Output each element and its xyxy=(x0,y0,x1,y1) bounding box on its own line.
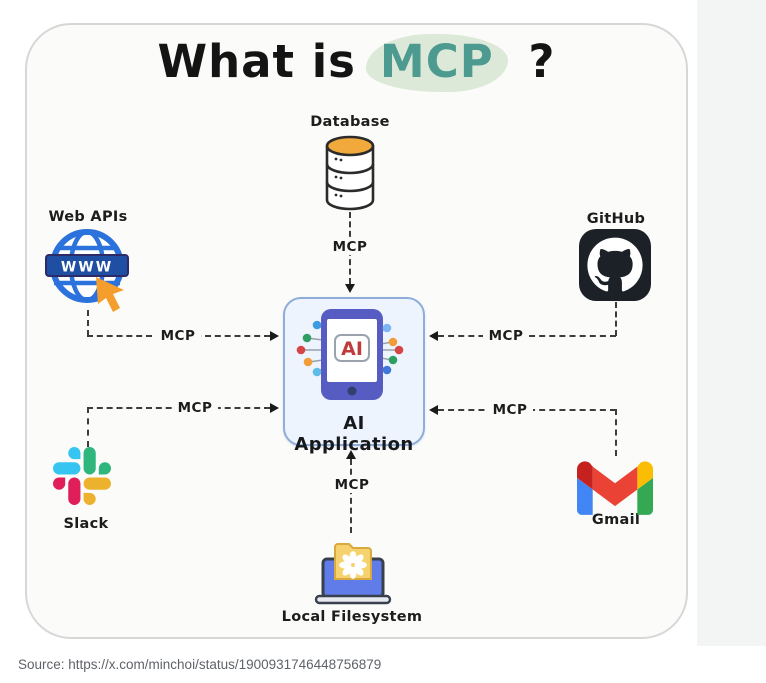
edge-localfs-arrowhead xyxy=(346,450,356,459)
ai-badge-text: AI xyxy=(341,338,363,360)
slack-label: Slack xyxy=(63,516,109,532)
github-icon xyxy=(578,228,652,306)
title-question-mark: ? xyxy=(528,35,556,88)
gmail-label: Gmail xyxy=(591,512,641,528)
edge-webapis-arrowhead xyxy=(270,331,279,341)
slack-icon xyxy=(53,447,111,509)
web-apis-icon: WWW xyxy=(45,226,131,318)
edge-database-arrowhead xyxy=(345,284,355,293)
edge-gmail-stub xyxy=(615,409,617,456)
edge-slack-arrowhead xyxy=(270,403,279,413)
edge-github-stub xyxy=(615,302,617,336)
ai-application-label: AI Application xyxy=(294,413,414,455)
edge-github-arrowhead xyxy=(429,331,438,341)
www-banner-text: WWW xyxy=(61,260,113,276)
mcp-edge-label: MCP xyxy=(483,328,529,344)
mcp-edge-label: MCP xyxy=(329,477,375,493)
mcp-edge-label: MCP xyxy=(327,239,373,255)
mcp-edge-label: MCP xyxy=(172,400,218,416)
edge-webapis-stub xyxy=(87,310,89,336)
ai-phone-icon: AI xyxy=(290,302,414,408)
edge-slack-stub xyxy=(87,407,89,447)
title-mcp-highlight: MCP xyxy=(365,34,508,92)
github-label: GitHub xyxy=(586,211,646,227)
local-filesystem-icon xyxy=(314,533,392,611)
mcp-edge-label: MCP xyxy=(487,402,533,418)
mcp-edge-label: MCP xyxy=(155,328,201,344)
edge-gmail-arrowhead xyxy=(429,405,438,415)
web-apis-label: Web APIs xyxy=(48,209,128,225)
local-filesystem-label: Local Filesystem xyxy=(281,609,423,625)
edge-localfs-line xyxy=(350,459,352,533)
page-right-margin xyxy=(697,0,766,646)
database-label: Database xyxy=(310,114,390,130)
gmail-icon xyxy=(577,457,653,519)
source-caption: Source: https://x.com/minchoi/status/190… xyxy=(18,657,382,672)
database-icon xyxy=(322,134,378,216)
title-prefix: What is xyxy=(157,35,356,88)
